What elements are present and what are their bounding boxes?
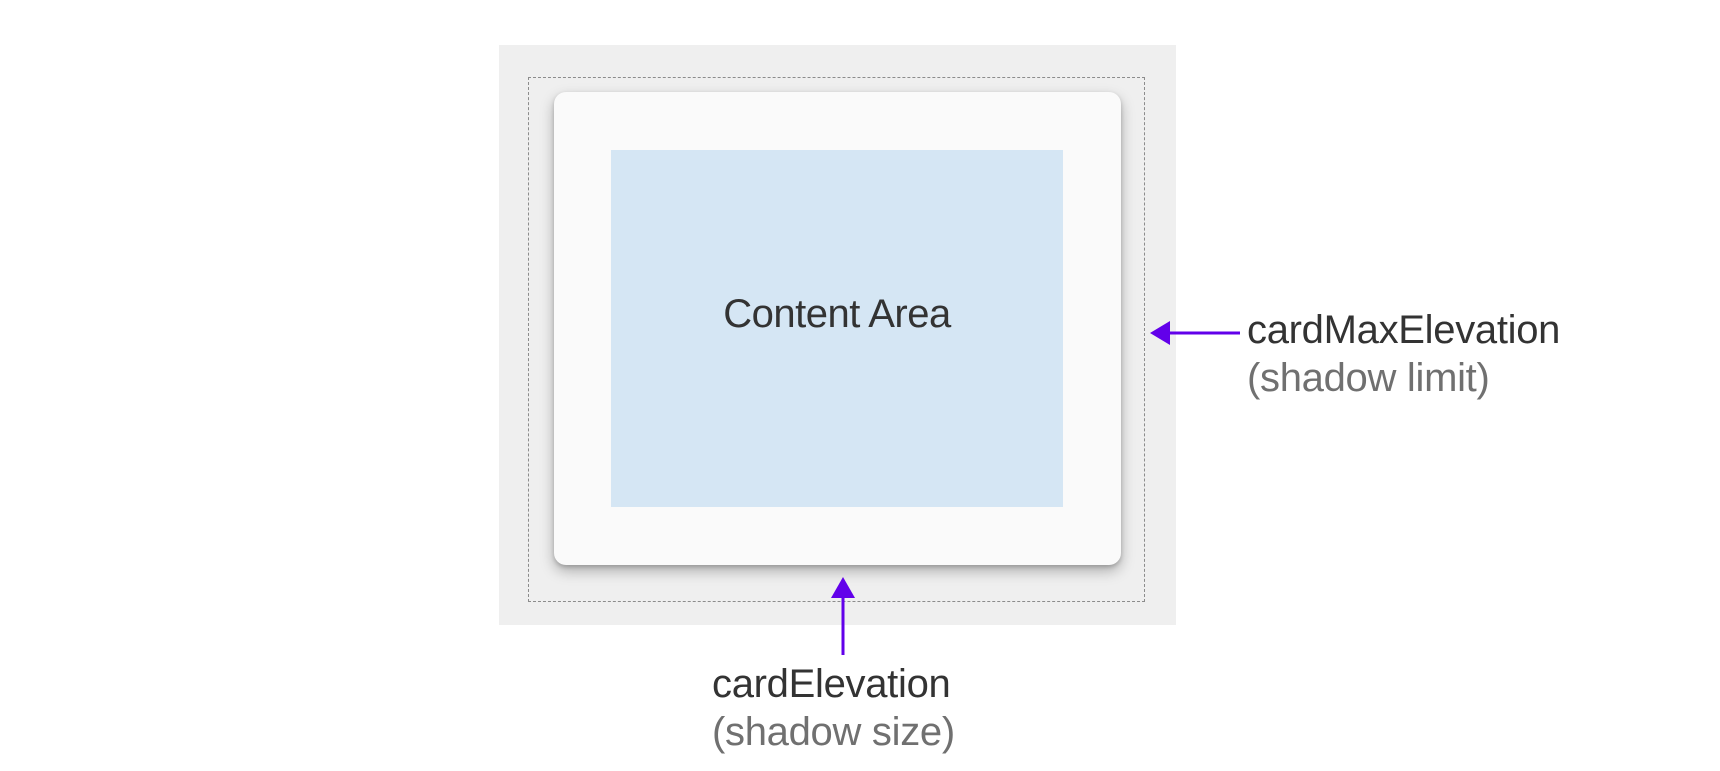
max-elevation-subtitle: (shadow limit) [1247, 356, 1490, 400]
content-area-label: Content Area [723, 292, 951, 336]
max-elevation-title: cardMaxElevation [1247, 308, 1561, 352]
max-elevation-bounds [528, 77, 1145, 602]
elevation-subtitle: (shadow size) [712, 710, 955, 754]
elevation-title: cardElevation [712, 662, 951, 706]
content-area: Content Area [611, 150, 1063, 507]
